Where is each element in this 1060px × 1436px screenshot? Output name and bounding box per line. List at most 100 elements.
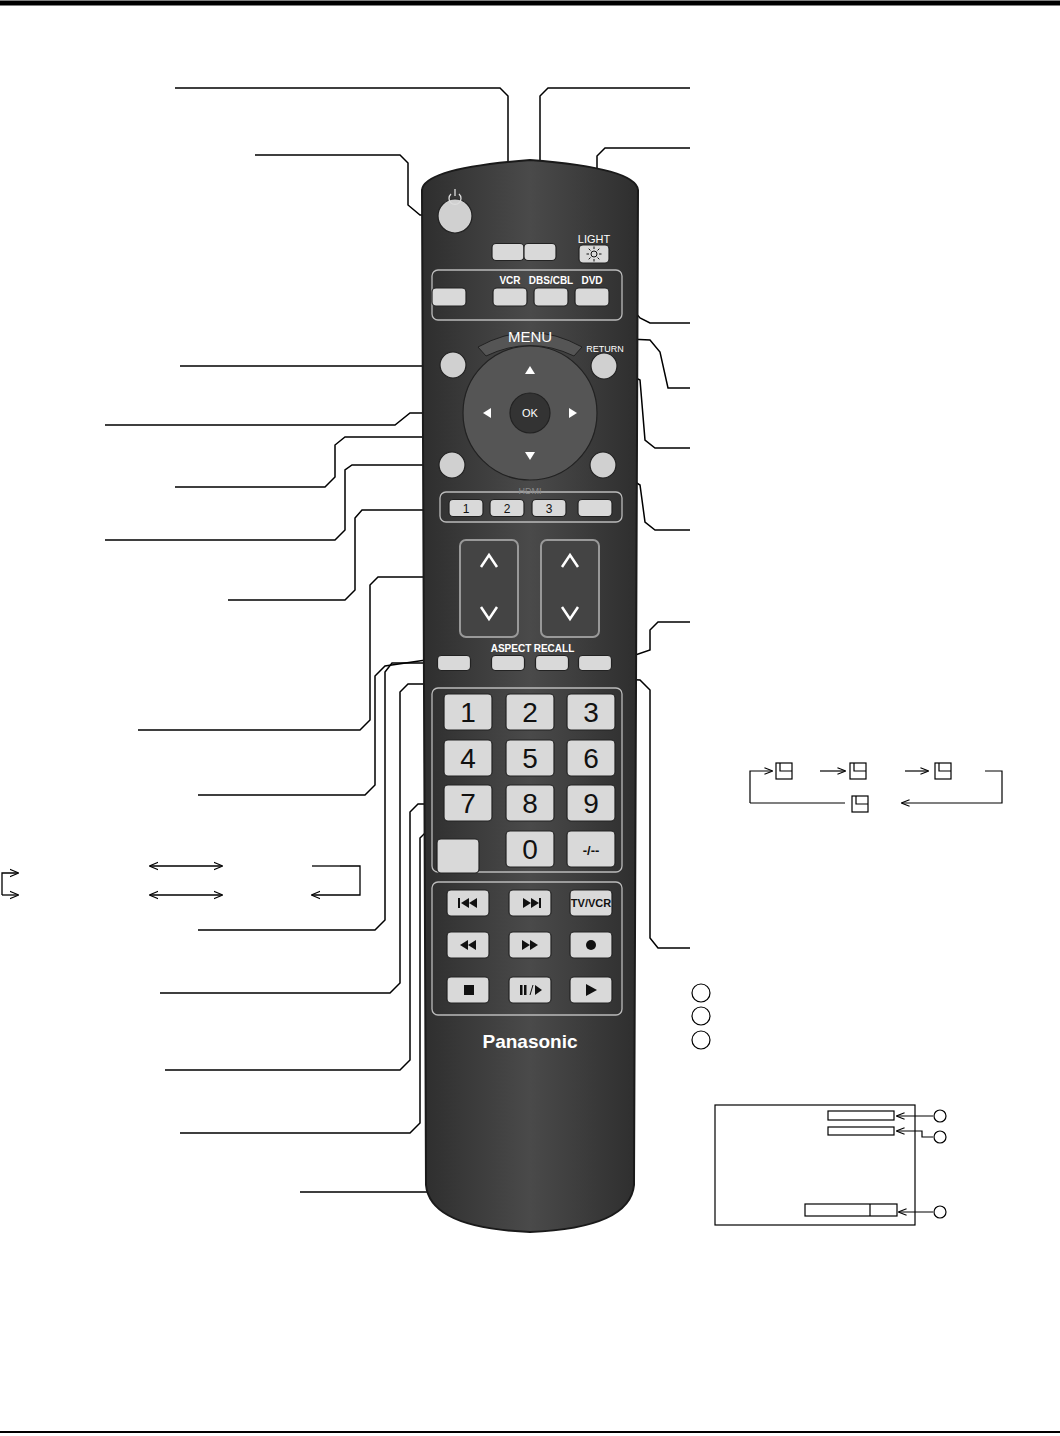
- round-button: [590, 452, 616, 478]
- symbol: [468, 940, 476, 950]
- button: [509, 890, 551, 916]
- key-caption: -/--: [583, 844, 600, 857]
- symbol: [525, 366, 535, 374]
- button: [447, 890, 489, 916]
- button: [447, 977, 489, 1003]
- light-symbol: [599, 254, 602, 255]
- button: [509, 932, 551, 958]
- button: [524, 244, 556, 261]
- leader-line: [180, 830, 436, 1133]
- light-symbol: [594, 259, 595, 262]
- button: [506, 831, 554, 867]
- light-symbol: [598, 258, 600, 260]
- light-symbol: [589, 249, 591, 251]
- cycle-arrows: [2, 866, 360, 895]
- button: [567, 694, 615, 730]
- round-button: [591, 353, 617, 379]
- leader-line: [198, 663, 437, 930]
- symbol: [586, 984, 597, 996]
- button-number: 1: [463, 503, 470, 515]
- button: [506, 694, 554, 730]
- button: [432, 288, 466, 306]
- button-caption: DVD: [581, 276, 602, 286]
- brand-logo: Panasonic: [482, 1032, 577, 1051]
- button: [444, 694, 492, 730]
- button: [447, 932, 489, 958]
- button-group: [432, 688, 622, 872]
- bottom-rule: [0, 1431, 1060, 1433]
- key-digit: 0: [522, 836, 538, 864]
- button: [570, 932, 612, 958]
- pip-cycle: [750, 763, 1002, 812]
- button-caption: ASPECT: [491, 644, 532, 654]
- screen-callouts: [692, 984, 946, 1225]
- down-chevron: [481, 607, 497, 619]
- down-chevron: [562, 607, 578, 619]
- button: [437, 839, 479, 873]
- remote-body: [422, 160, 638, 1232]
- button: [449, 500, 483, 517]
- round-button: [463, 346, 597, 480]
- button-caption: DBS/CBL: [529, 276, 573, 286]
- key-digit: 9: [583, 790, 599, 818]
- key-digit: 1: [460, 699, 476, 727]
- symbol: [469, 898, 477, 908]
- button-caption: LIGHT: [578, 234, 610, 245]
- symbol: [586, 940, 596, 950]
- button: [579, 656, 612, 671]
- symbol: [458, 898, 460, 908]
- key-digit: 7: [460, 790, 476, 818]
- rocker-button: [460, 540, 518, 637]
- button-number: 3: [546, 503, 553, 515]
- symbol: [520, 985, 523, 995]
- symbol: [483, 408, 491, 418]
- round-button: [439, 452, 465, 478]
- key-digit: 3: [583, 699, 599, 727]
- leader-line: [198, 628, 568, 795]
- round-button: [440, 352, 466, 378]
- button: [579, 245, 609, 263]
- button: [492, 656, 525, 671]
- button: [578, 500, 612, 517]
- symbol: [569, 408, 577, 418]
- leader-line: [165, 804, 448, 1070]
- symbol: [461, 898, 469, 908]
- button: [567, 785, 615, 821]
- key-digit: 8: [522, 790, 538, 818]
- symbol: [530, 940, 538, 950]
- leader-line: [255, 155, 437, 215]
- button: [438, 656, 471, 671]
- button-number: 2: [504, 503, 511, 515]
- key-digit: 5: [522, 745, 538, 773]
- button: [536, 656, 569, 671]
- leader-line: [105, 465, 437, 540]
- button: [575, 288, 609, 306]
- key-digit: 4: [460, 745, 476, 773]
- key-digit: 2: [522, 699, 538, 727]
- leader-line: [138, 577, 460, 730]
- button: [493, 288, 527, 306]
- up-chevron: [481, 555, 497, 567]
- rocker-button: [541, 540, 599, 637]
- leader-line: [228, 510, 448, 600]
- symbol: [530, 985, 533, 995]
- button: [570, 890, 612, 916]
- symbol: [539, 898, 541, 908]
- symbol: [522, 940, 530, 950]
- group-caption: HDMI: [519, 487, 542, 496]
- button-caption: OK: [522, 408, 538, 419]
- symbol: [524, 985, 527, 995]
- leader-line: [175, 88, 508, 240]
- symbol: [535, 985, 542, 995]
- symbol: [460, 940, 468, 950]
- button-group: [432, 882, 622, 1015]
- button-caption: VCR: [499, 276, 520, 286]
- button: [492, 244, 524, 261]
- leader-line: [180, 365, 437, 367]
- symbol: [464, 985, 474, 995]
- button: [509, 977, 551, 1003]
- button: [506, 740, 554, 776]
- up-chevron: [562, 555, 578, 567]
- top-rule: [0, 1, 1060, 6]
